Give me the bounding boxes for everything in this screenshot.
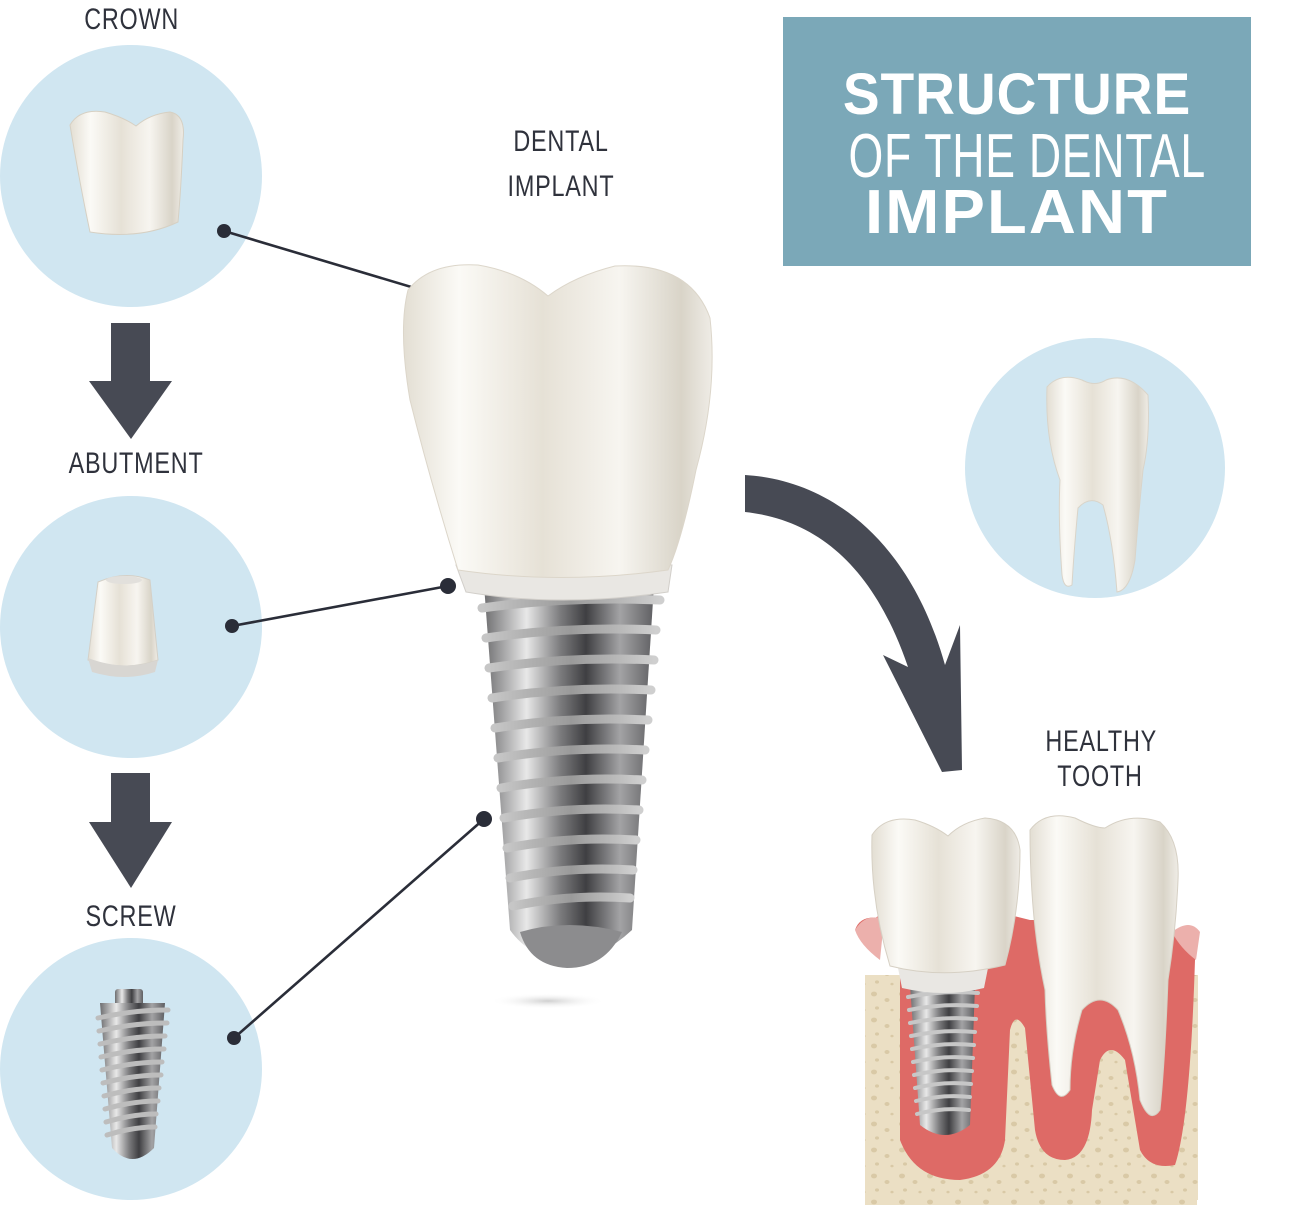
dental-implant-label-line1: DENTAL [513, 125, 609, 158]
curved-arrow-icon [745, 475, 962, 772]
crown-icon [69, 110, 184, 235]
title-banner: STRUCTURE OF THE DENTAL IMPLANT [783, 17, 1251, 266]
abutment-icon [87, 575, 159, 677]
title-line-2: OF THE DENTAL [848, 122, 1206, 191]
screw-label: SCREW [85, 900, 177, 933]
arrow-down-icon [89, 773, 172, 888]
crown-label: CROWN [84, 3, 180, 36]
screw-icon [95, 989, 171, 1159]
arrow-down-icon [89, 323, 172, 439]
implant-vs-tooth-cross-section-icon [855, 815, 1200, 1205]
healthy-tooth-label-line1: HEALTHY [1045, 725, 1158, 758]
abutment-label: ABUTMENT [68, 447, 204, 480]
healthy-tooth-icon [1046, 376, 1149, 593]
title-line-3: IMPLANT [864, 178, 1170, 247]
dental-implant-icon [402, 264, 713, 1009]
title-line-1: STRUCTURE [842, 62, 1192, 127]
healthy-tooth-label-line2: TOOTH [1057, 760, 1143, 793]
dental-implant-label-line2: IMPLANT [507, 170, 615, 203]
